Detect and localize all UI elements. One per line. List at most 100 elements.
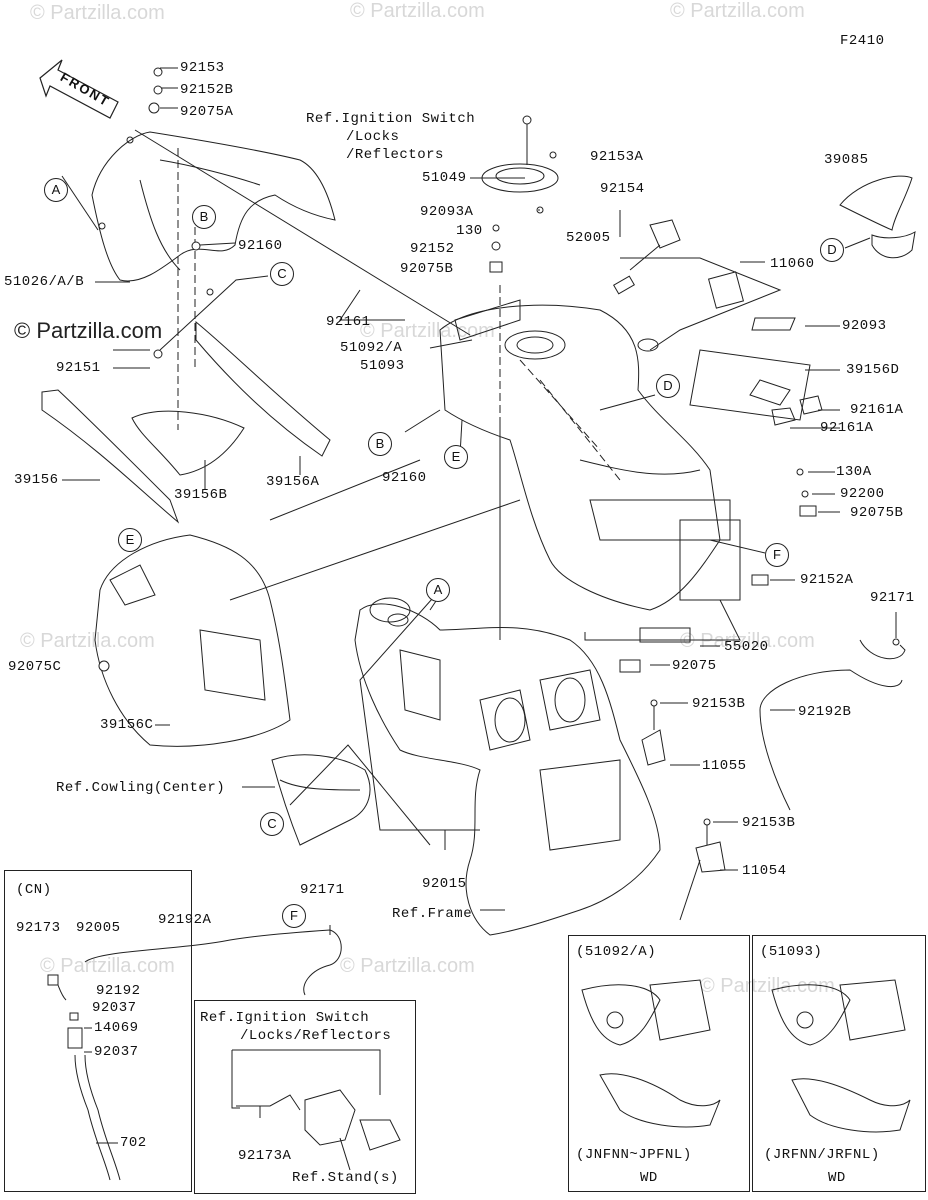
cn-title: (CN) bbox=[16, 882, 52, 898]
variant-left-models: (JNFNN~JPFNL) bbox=[576, 1147, 692, 1163]
ref-ignition-box bbox=[194, 1000, 416, 1194]
part-label: 92075B bbox=[400, 261, 454, 277]
site-mark: © Partzilla.com bbox=[14, 318, 163, 343]
figure-code: F2410 bbox=[840, 33, 885, 49]
ref-ignition-box-line2: /Locks/Reflectors bbox=[240, 1028, 392, 1044]
ref-locks: /Locks bbox=[346, 129, 400, 145]
side-panel-39156a bbox=[195, 320, 331, 457]
bracket-11054 bbox=[695, 841, 726, 873]
watermark: © Partzilla.com bbox=[20, 630, 155, 652]
part-label: 92160 bbox=[238, 238, 283, 254]
part-label: 39156 bbox=[14, 472, 59, 488]
side-cowl-shape bbox=[91, 131, 336, 282]
part-label: 92161 bbox=[326, 314, 371, 330]
part-label: 92173 bbox=[16, 920, 61, 936]
part-label: 11054 bbox=[742, 863, 787, 879]
part-label: 92192 bbox=[96, 983, 141, 999]
ref-stand: Ref.Stand(s) bbox=[292, 1170, 399, 1186]
part-label: 92152A bbox=[800, 572, 854, 588]
part-label: 92075C bbox=[8, 659, 62, 675]
callout-c: C bbox=[260, 812, 284, 836]
callout-c: C bbox=[270, 262, 294, 286]
part-label: 39156B bbox=[174, 487, 228, 503]
part-label: 92171 bbox=[870, 590, 915, 606]
part-label: 92093A bbox=[420, 204, 474, 220]
part-label: 92151 bbox=[56, 360, 101, 376]
part-label: 14069 bbox=[94, 1020, 139, 1036]
part-label: 92037 bbox=[94, 1044, 139, 1060]
variant-left-title: (51092/A) bbox=[576, 944, 657, 960]
part-label: 130 bbox=[456, 223, 483, 239]
part-label: 92171 bbox=[300, 882, 345, 898]
trim-39085 bbox=[839, 175, 913, 231]
part-label: 92153B bbox=[742, 815, 796, 831]
callout-e: E bbox=[118, 528, 142, 552]
part-label: 55020 bbox=[724, 639, 769, 655]
part-label: 92075A bbox=[180, 104, 234, 120]
watermark: © Partzilla.com bbox=[340, 955, 475, 977]
watermark: © Partzilla.com bbox=[30, 2, 165, 24]
part-label: 92154 bbox=[600, 181, 645, 197]
ref-ignition-box-line1: Ref.Ignition Switch bbox=[200, 1010, 370, 1026]
variant-right-models: (JRFNN/JRFNL) bbox=[764, 1147, 880, 1163]
part-label: 130A bbox=[836, 464, 872, 480]
part-label: 92153B bbox=[692, 696, 746, 712]
variant-right-title: (51093) bbox=[760, 944, 823, 960]
side-panel-39156 bbox=[41, 389, 180, 524]
part-label: 92192B bbox=[798, 704, 852, 720]
side-panel-39156b bbox=[131, 410, 245, 476]
insulator-39156c bbox=[94, 534, 291, 747]
callout-b: B bbox=[192, 205, 216, 229]
callout-a: A bbox=[44, 178, 68, 202]
callout-e: E bbox=[444, 445, 468, 469]
part-label: 702 bbox=[120, 1135, 147, 1151]
ref-cowling: Ref.Cowling(Center) bbox=[56, 780, 226, 796]
part-label: 92173A bbox=[238, 1148, 292, 1164]
tank-cover-51092 bbox=[439, 304, 721, 611]
watermark: © Partzilla.com bbox=[360, 320, 495, 342]
fuel-pump-52005 bbox=[649, 219, 681, 249]
part-label: 11055 bbox=[702, 758, 747, 774]
part-label: 92037 bbox=[92, 1000, 137, 1016]
part-label: 39085 bbox=[824, 152, 869, 168]
part-label: 92015 bbox=[422, 876, 467, 892]
part-label: 92192A bbox=[158, 912, 212, 928]
ref-frame: Ref.Frame bbox=[392, 906, 473, 922]
front-arrow-icon bbox=[39, 59, 119, 119]
part-label: 52005 bbox=[566, 230, 611, 246]
part-label: 51026/A/B bbox=[4, 274, 85, 290]
bracket-11055 bbox=[641, 729, 666, 766]
frame-shape bbox=[354, 603, 661, 936]
part-label: 51049 bbox=[422, 170, 467, 186]
watermark: © Partzilla.com bbox=[670, 0, 805, 22]
part-label: 92075 bbox=[672, 658, 717, 674]
callout-a: A bbox=[426, 578, 450, 602]
callout-d: D bbox=[820, 238, 844, 262]
part-label: 92153 bbox=[180, 60, 225, 76]
part-label: 39156D bbox=[846, 362, 900, 378]
part-label: 92153A bbox=[590, 149, 644, 165]
part-label: 92161A bbox=[850, 402, 904, 418]
watermark: © Partzilla.com bbox=[40, 955, 175, 977]
part-label: 92152 bbox=[410, 241, 455, 257]
part-label: 11060 bbox=[770, 256, 815, 272]
part-label: 92160 bbox=[382, 470, 427, 486]
variant-box-left bbox=[568, 935, 750, 1192]
part-label: 92152B bbox=[180, 82, 234, 98]
watermark: © Partzilla.com bbox=[350, 0, 485, 22]
part-label: 92005 bbox=[76, 920, 121, 936]
callout-f: F bbox=[765, 543, 789, 567]
callout-f: F bbox=[282, 904, 306, 928]
part-label: 92075B bbox=[850, 505, 904, 521]
callout-b: B bbox=[368, 432, 392, 456]
cowling-center bbox=[271, 754, 371, 846]
part-label: 92161A bbox=[820, 420, 874, 436]
cn-detail-box bbox=[4, 870, 192, 1192]
variant-right-market: WD bbox=[828, 1170, 846, 1186]
ref-ignition: Ref.Ignition Switch bbox=[306, 111, 476, 127]
variant-box-right bbox=[752, 935, 926, 1192]
callout-d: D bbox=[656, 374, 680, 398]
part-label: 39156C bbox=[100, 717, 154, 733]
